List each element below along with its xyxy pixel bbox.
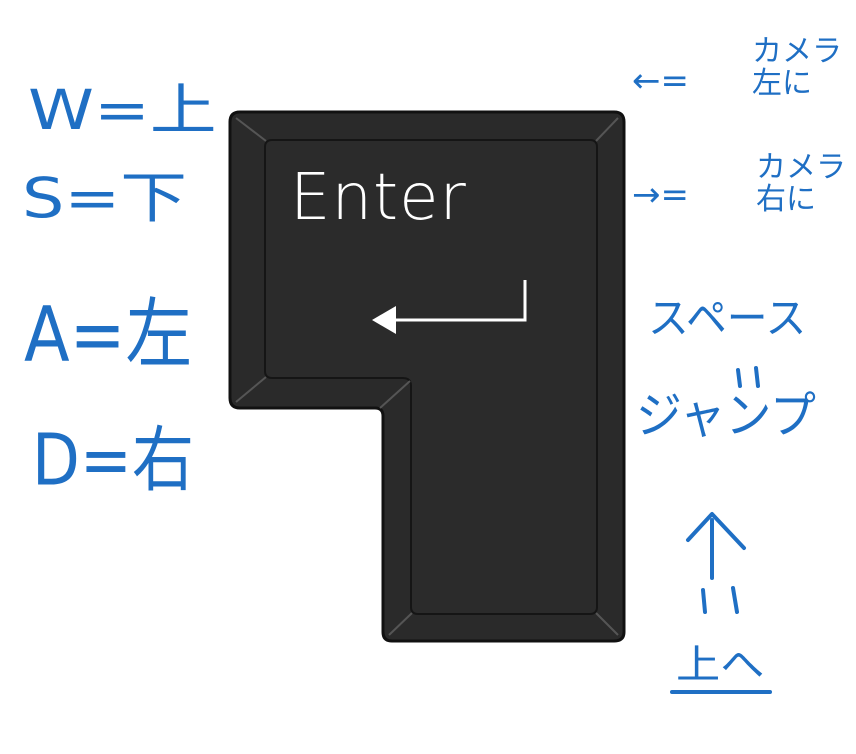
note-left-arrow-camera: カメラ 左に [752,36,842,99]
note-s-down: S=下 [22,165,187,230]
note-a-left: A=左 [24,289,193,379]
note-right-arrow-line-2: 右に [756,181,816,217]
enter-key-label: Enter [290,161,467,235]
note-d-right: D=右 [32,417,194,502]
note-w-up: W=上 [28,77,217,142]
note-up: 上へ [676,642,765,689]
note-jump: ジャンプ [636,387,816,446]
note-right-arrow-line-1: カメラ [756,150,846,185]
enter-key[interactable] [228,110,626,643]
note-right-arrow-camera: カメラ 右に [756,152,846,215]
note-left-arrow: ←= [632,61,689,101]
enter-key-bevels [235,117,619,636]
enter-key-top-face [264,139,598,615]
note-left-arrow-line-2: 左に [752,65,812,101]
note-right-arrow: →= [632,175,689,215]
note-left-arrow-line-1: カメラ [752,34,842,69]
note-space: スペース [648,294,807,345]
return-arrow-icon [372,280,527,334]
up-arrow-icon [686,512,746,580]
annotation-arrows [670,366,772,694]
